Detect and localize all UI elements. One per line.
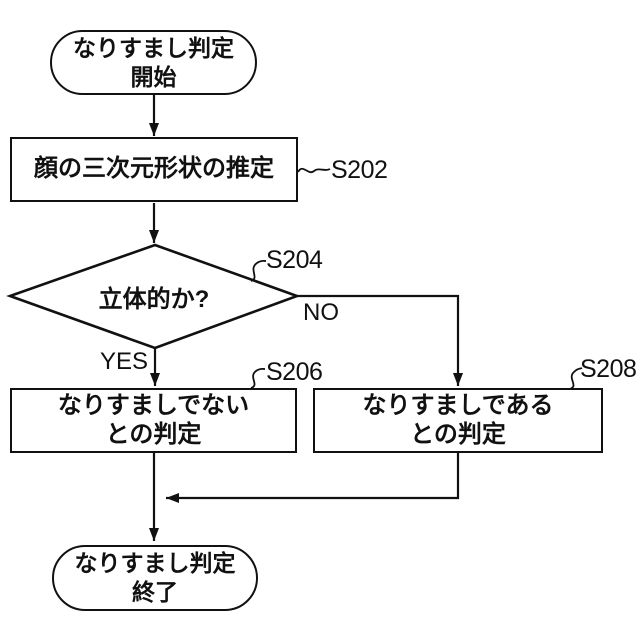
leader-squiggle-s202 (297, 167, 331, 174)
ref-label-s202: S202 (331, 156, 388, 184)
decision-s204-text: 立体的か? (98, 285, 210, 313)
ref-label-s206: S206 (266, 358, 323, 386)
ref-label-s204: S204 (266, 246, 323, 274)
arrow-s208-to-merge (166, 453, 460, 503)
process-s206: なりすましでない との判定 (10, 388, 297, 453)
process-s202: 顔の三次元形状の推定 (10, 137, 298, 202)
leader-squiggle-s204 (250, 259, 267, 282)
arrow-no-to-s208 (297, 294, 463, 386)
yes-label: YES (100, 348, 149, 375)
no-label: NO (303, 299, 339, 326)
leader-squiggle-s208 (569, 367, 583, 390)
start-terminal: なりすまし判定 開始 (50, 30, 257, 95)
end-terminal: なりすまし判定 終了 (52, 545, 258, 611)
ref-label-s208: S208 (580, 355, 637, 383)
leader-squiggle-s206 (250, 367, 266, 389)
process-s208: なりすましである との判定 (313, 388, 603, 453)
